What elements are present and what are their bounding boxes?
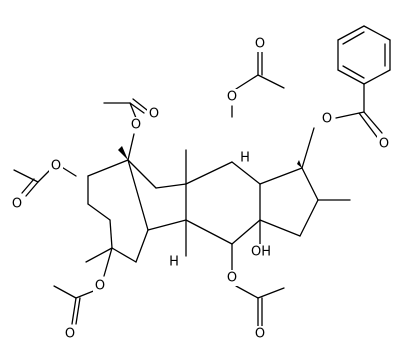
atom-hydroxyl: OH [251, 245, 271, 260]
atom-o-acetate-left-upper: O [131, 118, 141, 133]
atom-o-benzoate: O [322, 112, 332, 127]
stereo-wedges [118, 146, 302, 168]
atom-o-acetate-bottom: O [227, 271, 237, 286]
atom-o-acetate-left-upper-carbonyl: O [149, 107, 159, 122]
atom-labels: O O O O O O O O H OH H O O O O [10, 36, 391, 342]
atom-o-acetate-left: O [51, 159, 61, 174]
bond-lines [13, 25, 391, 327]
atom-o-acetate-bottom-carbonyl: O [255, 327, 265, 342]
atom-o-acetate-bottom-left: O [95, 279, 105, 294]
atom-o-acetate-left-carbonyl: O [12, 197, 22, 212]
atom-o-benzoate-carbonyl: O [379, 137, 389, 152]
atom-h-ring-junction-top: H [240, 151, 250, 166]
atom-h-ring-junction-bottom: H [169, 255, 179, 270]
atom-o-acetate-bottom-left-carbonyl: O [65, 327, 75, 342]
atom-o-acetate-top: O [227, 90, 237, 105]
atom-o-acetate-top-carbonyl: O [255, 37, 265, 52]
